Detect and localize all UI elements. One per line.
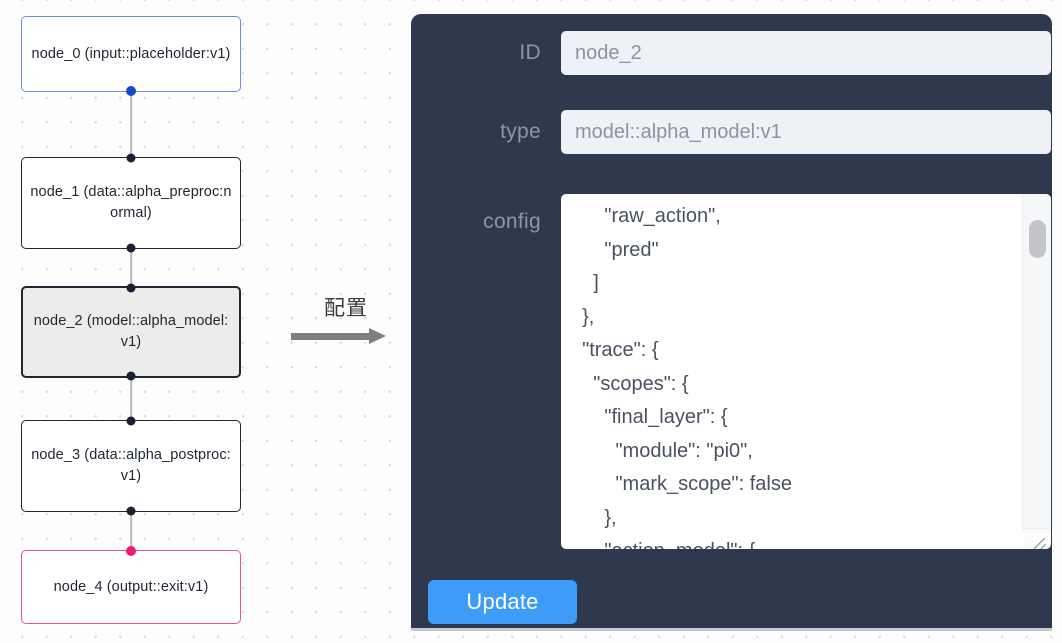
arrow-head	[369, 328, 386, 344]
node-handle-bottom-node_3[interactable]	[126, 506, 136, 516]
resize-grip-icon[interactable]	[1024, 528, 1050, 549]
config-scrollbar[interactable]	[1022, 194, 1051, 532]
node-config-panel: ID type config "raw_action", "pred" ] },…	[411, 14, 1052, 628]
node-handle-bottom-node_2[interactable]	[126, 371, 136, 381]
update-button[interactable]: Update	[428, 580, 577, 624]
config-textarea[interactable]: "raw_action", "pred" ] }, "trace": { "sc…	[582, 205, 792, 549]
field-row-config: config "raw_action", "pred" ] }, "trace"…	[431, 194, 1051, 549]
graph-node-node_0[interactable]: node_0 (input::placeholder:v1)	[21, 16, 241, 96]
graph-node-node_4[interactable]: node_4 (output::exit:v1)	[21, 546, 241, 624]
field-row-type: type	[431, 110, 1051, 154]
type-input[interactable]	[561, 110, 1051, 154]
scrollbar-thumb[interactable]	[1029, 220, 1046, 258]
edge-node0-node1	[130, 92, 132, 157]
edge-node1-node2	[130, 249, 132, 286]
field-row-id: ID	[431, 31, 1051, 75]
graph-node-node_3[interactable]: node_3 (data::alpha_postproc:v1)	[21, 416, 241, 516]
arrow-shaft	[291, 333, 371, 340]
config-textarea-wrapper: "raw_action", "pred" ] }, "trace": { "sc…	[561, 194, 1051, 549]
right-arrow-icon	[291, 328, 401, 344]
node-label-node_2: node_2 (model::alpha_model:v1)	[33, 313, 229, 350]
id-field-label: ID	[519, 41, 541, 64]
id-input[interactable]	[561, 31, 1051, 75]
panel-bottom-shadow	[411, 628, 1052, 631]
edge-node3-node4	[130, 512, 132, 550]
node-handle-top-node_3[interactable]	[126, 416, 136, 426]
annotation-group: 配置	[291, 296, 401, 344]
graph-node-node_1[interactable]: node_1 (data::alpha_preproc:normal)	[21, 153, 241, 253]
node-label-node_4: node_4 (output::exit:v1)	[53, 578, 209, 595]
node-handle-top-node_1[interactable]	[126, 153, 136, 163]
node-handle-top-node_4[interactable]	[126, 546, 136, 556]
type-field-label: type	[500, 120, 541, 143]
node-label-node_0: node_0 (input::placeholder:v1)	[31, 45, 231, 62]
node-label-node_1: node_1 (data::alpha_preproc:normal)	[30, 184, 232, 221]
node-handle-bottom-node_1[interactable]	[126, 243, 136, 253]
node-handle-bottom-node_0[interactable]	[126, 86, 136, 96]
graph-node-node_2[interactable]: node_2 (model::alpha_model:v1)	[21, 283, 241, 381]
edge-node2-node3	[130, 378, 132, 420]
node-handle-top-node_2[interactable]	[126, 283, 136, 293]
node-label-node_3: node_3 (data::alpha_postproc:v1)	[31, 447, 231, 484]
config-field-label: config	[483, 210, 541, 233]
annotation-label: 配置	[324, 297, 368, 320]
